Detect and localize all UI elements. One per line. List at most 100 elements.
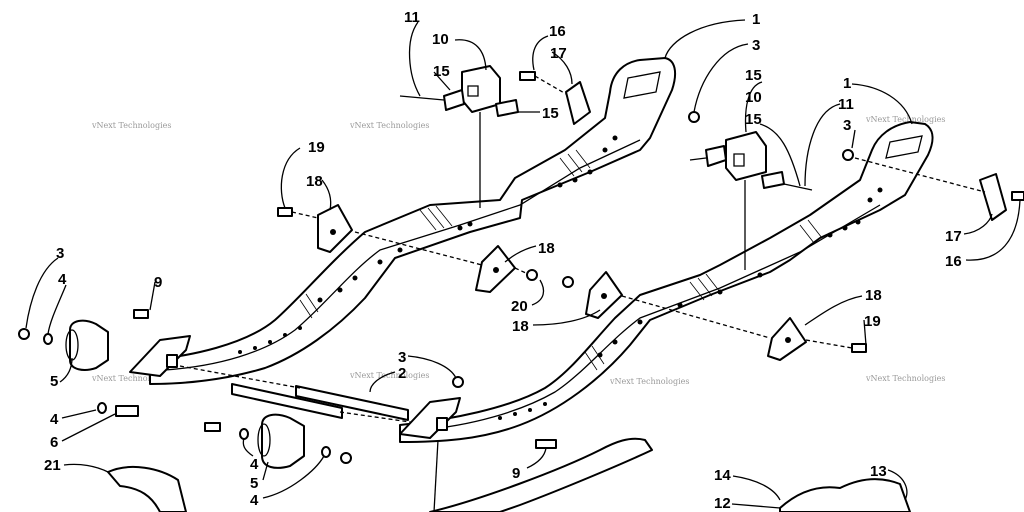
hardware — [18, 71, 1024, 464]
left-rail-holes — [238, 135, 618, 354]
bolt-16-right — [1011, 191, 1024, 201]
callout-1: 1 — [843, 75, 851, 92]
shaft-2-upper — [295, 385, 409, 421]
bracket-18-upper-left — [317, 204, 353, 253]
right-slide-rail — [399, 121, 934, 443]
shock-mounts — [399, 65, 813, 270]
callout-17: 17 — [550, 45, 567, 62]
callout-4: 4 — [58, 271, 67, 288]
part-21 — [107, 465, 187, 512]
shaft-2-lower — [231, 383, 343, 419]
washer-4-lower-right — [321, 446, 331, 458]
callout-12: 12 — [714, 495, 731, 512]
idler-wheel-5-left — [69, 319, 109, 371]
callout-3: 3 — [56, 245, 64, 262]
callout-2: 2 — [398, 365, 406, 382]
callout-4: 4 — [250, 456, 259, 473]
right-rail-edge — [419, 204, 881, 431]
callout-16: 16 — [549, 23, 566, 40]
bolt-16-left — [519, 71, 536, 81]
callout-18: 18 — [306, 173, 323, 190]
washer-4-left — [43, 333, 53, 345]
callout-10: 10 — [432, 31, 449, 48]
callouts: 11 10 16 17 15 15 1 3 15 10 15 1 11 3 19… — [44, 9, 962, 512]
right-rail-handle-slot — [885, 135, 923, 159]
left-rail-body — [149, 57, 677, 385]
callout-1: 1 — [752, 11, 760, 28]
callout-11: 11 — [404, 9, 420, 26]
nut-20-right — [562, 276, 574, 288]
bolt-19-upper — [277, 207, 293, 217]
left-rail-hatching — [299, 149, 591, 319]
callout-6: 6 — [50, 434, 58, 451]
callout-15: 15 — [542, 105, 559, 122]
callout-9: 9 — [512, 465, 520, 482]
callout-4: 4 — [50, 411, 59, 428]
bolt-9-right — [535, 439, 557, 449]
nut-3-axle — [452, 376, 464, 388]
washer-4-left-lower — [97, 402, 107, 414]
callout-5: 5 — [50, 373, 58, 390]
bolt-9-left — [133, 309, 149, 319]
watermark-4: vNext Technologies — [91, 374, 171, 383]
bracket-17-right — [979, 173, 1007, 221]
right-rail-body — [399, 121, 934, 443]
nut-3-left-idler — [18, 328, 30, 340]
plate-15-right-lower — [761, 171, 785, 189]
callout-18: 18 — [538, 240, 555, 257]
rail-end-plates — [129, 335, 461, 439]
callout-15: 15 — [745, 111, 762, 128]
callout-16: 16 — [945, 253, 962, 270]
callout-15: 15 — [745, 67, 762, 84]
nut-20-center — [526, 269, 538, 281]
right-rail-hatching — [584, 219, 823, 371]
bolt-6 — [115, 405, 139, 417]
left-rail-handle-slot — [623, 71, 661, 99]
nut-3-upper — [688, 111, 700, 123]
left-slide-rail — [149, 57, 677, 385]
idler-wheel-5-lower — [261, 413, 305, 469]
left-rail-end — [129, 335, 191, 377]
watermark-7: vNext Technologies — [865, 374, 945, 383]
watermark-5: vNext Technologies — [349, 371, 429, 380]
callout-13: 13 — [870, 463, 887, 480]
bracket-17-left — [565, 81, 591, 125]
callout-11: 11 — [838, 96, 854, 113]
bolt-lower-idler — [204, 422, 221, 432]
part-13-14-assembly — [779, 478, 911, 512]
leader-lines — [25, 19, 1021, 509]
callout-10: 10 — [745, 89, 762, 106]
watermark-6: vNext Technologies — [609, 377, 689, 386]
right-rail-end — [399, 397, 461, 439]
callout-14: 14 — [714, 467, 731, 484]
watermarks: vNext Technologies vNext Technologies vN… — [91, 115, 945, 386]
callout-18: 18 — [865, 287, 882, 304]
plate-15-left — [443, 89, 465, 111]
cross-shafts — [179, 365, 439, 427]
callout-3: 3 — [752, 37, 760, 54]
plate-15-right — [705, 145, 727, 167]
callout-9: 9 — [154, 274, 162, 291]
callout-17: 17 — [945, 228, 962, 245]
callout-3: 3 — [843, 117, 851, 134]
plate-15-left-lower — [495, 99, 519, 117]
idler-wheels — [65, 319, 305, 469]
watermark-3: vNext Technologies — [865, 115, 945, 124]
lower-slide-rail — [429, 437, 653, 512]
callout-5: 5 — [250, 475, 258, 492]
callout-19: 19 — [864, 313, 881, 330]
callout-21: 21 — [44, 457, 61, 474]
bolt-19-lower — [851, 343, 867, 353]
callout-15: 15 — [433, 63, 450, 80]
callout-19: 19 — [308, 139, 325, 156]
callout-20: 20 — [511, 298, 528, 315]
watermark-2: vNext Technologies — [349, 121, 429, 130]
brackets — [317, 81, 1007, 361]
callout-3: 3 — [398, 349, 406, 366]
washer-4-lower — [239, 428, 249, 440]
block-10-right — [725, 131, 767, 181]
lower-components — [107, 437, 911, 512]
callout-18: 18 — [512, 318, 529, 335]
watermark-1: vNext Technologies — [91, 121, 171, 130]
